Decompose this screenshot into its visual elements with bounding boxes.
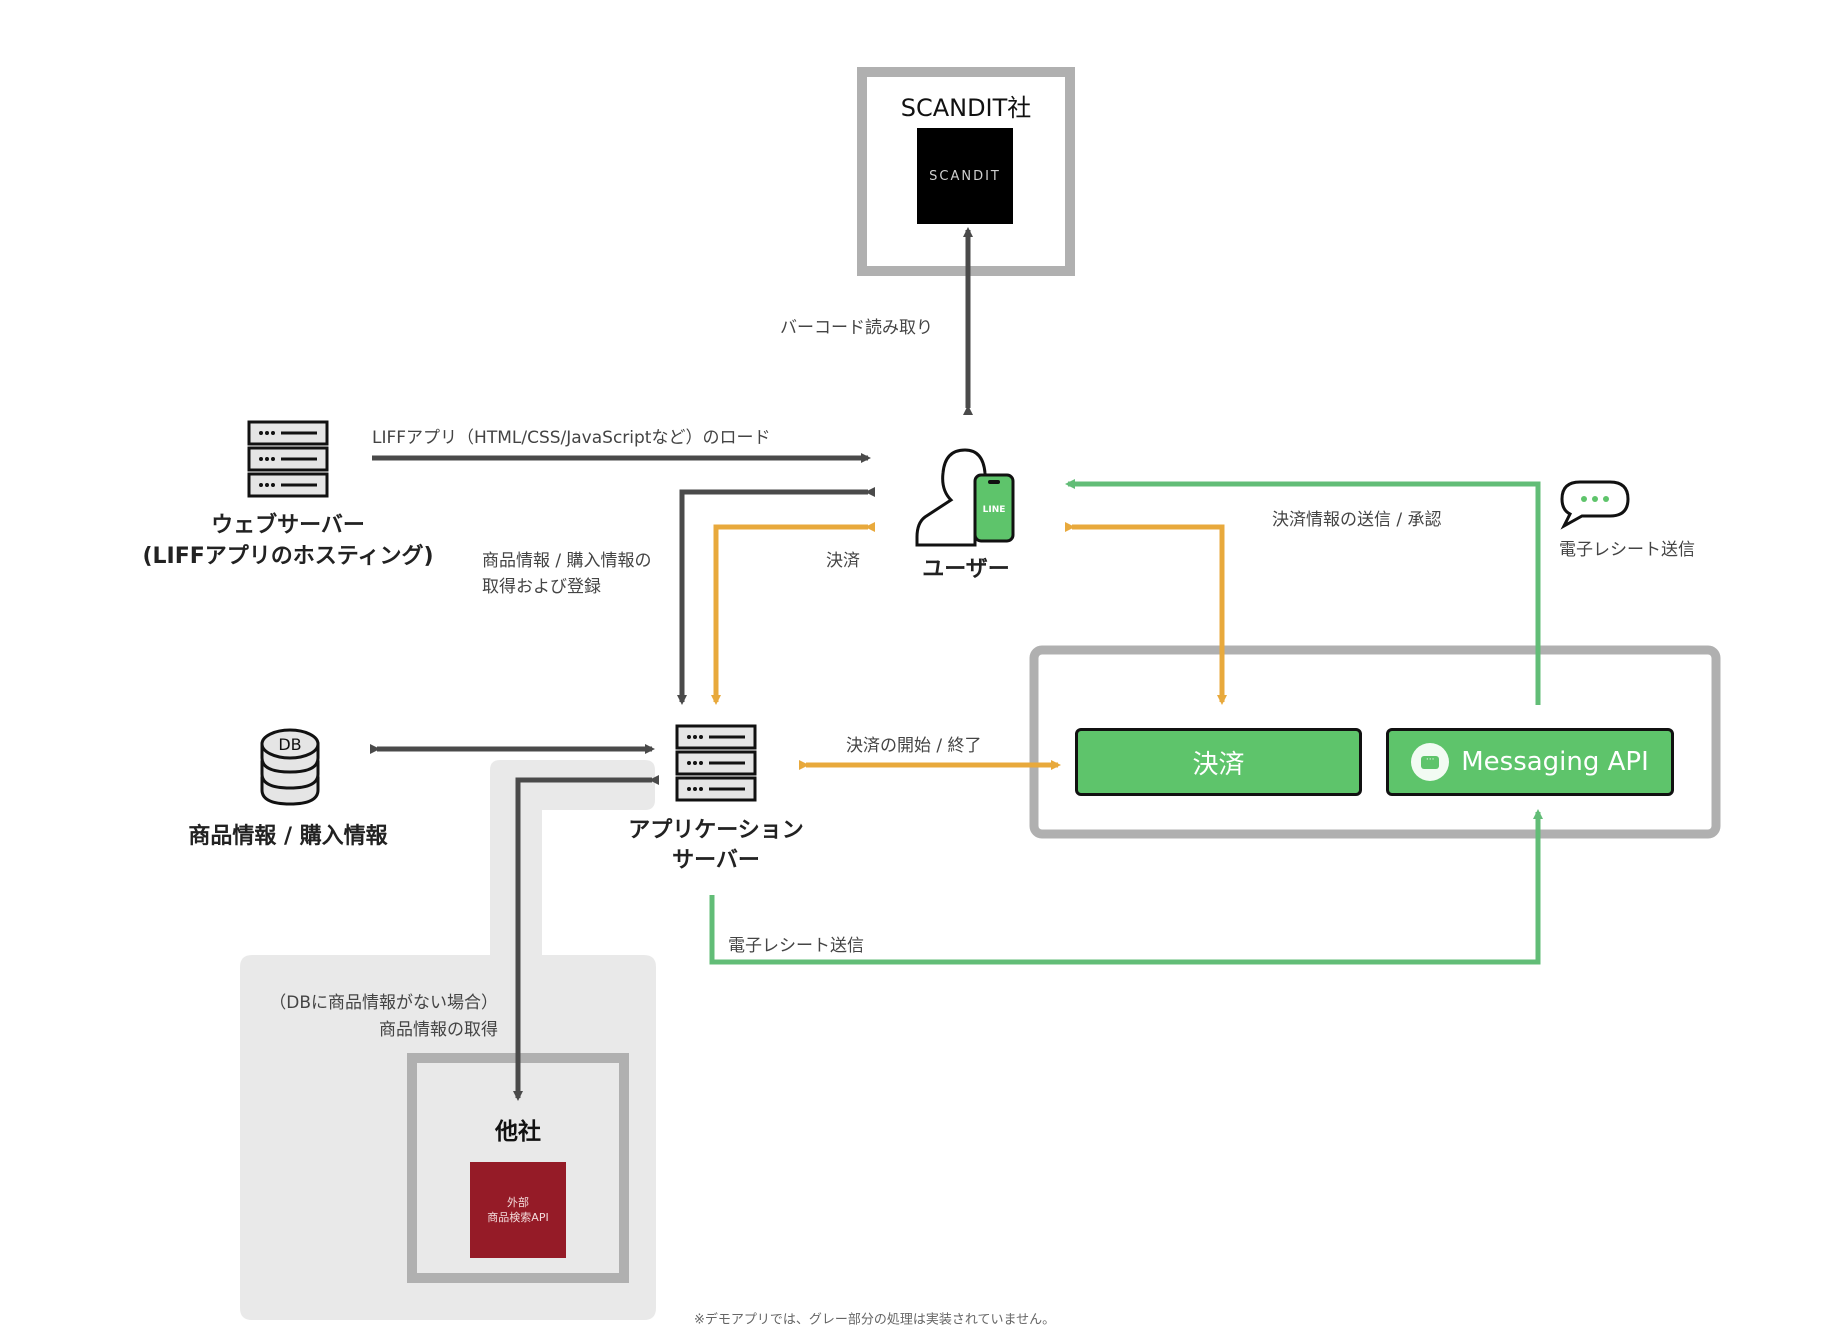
footnote: ※デモアプリでは、グレー部分の処理は実装されていません。 [694, 1312, 1056, 1328]
product-info-arrow [677, 487, 875, 705]
payment-start-end-label: 決済の開始 / 終了 [846, 736, 982, 756]
receipt-to-user-arrow [1065, 479, 1541, 705]
fallback-label-1: （DBに商品情報がない場合） [269, 993, 498, 1013]
e-receipt-label: 電子レシート送信 [728, 936, 864, 956]
barcode-label: バーコード読み取り [780, 318, 933, 338]
web-server-label-1: ウェブサーバー [211, 513, 365, 538]
other-company-title: 他社 [495, 1119, 541, 1145]
external-api-arrow [513, 775, 659, 1101]
web-server-icon [247, 420, 329, 498]
messaging-api-node: ··· Messaging API [1386, 728, 1674, 796]
chat-bubble-icon [1560, 480, 1630, 530]
external-product-search-api: 外部 商品検索API [470, 1162, 566, 1258]
payment-label: 決済 [826, 551, 860, 571]
app-server-icon [675, 724, 757, 802]
fallback-label-2: 商品情報の取得 [379, 1020, 498, 1040]
app-server-label-2: サーバー [672, 848, 760, 873]
app-server-label-1: アプリケーション [628, 818, 804, 843]
line-badge: LINE [983, 505, 1006, 515]
database-icon: DB [260, 728, 320, 806]
external-api-line1: 外部 [507, 1196, 529, 1209]
payment-node-label: 決済 [1192, 749, 1245, 780]
line-chat-icon: ··· [1411, 743, 1450, 781]
liff-load-label: LIFFアプリ（HTML/CSS/JavaScriptなど）のロード [372, 428, 771, 448]
payment-node: 決済 [1075, 728, 1362, 796]
scandit-logo: SCANDIT [917, 128, 1013, 224]
receipt-bubble-label: 電子レシート送信 [1559, 540, 1695, 560]
external-api-line2: 商品検索API [487, 1211, 549, 1224]
messaging-api-label: Messaging API [1461, 747, 1649, 777]
e-receipt-arrow [709, 809, 1543, 965]
payment-arrow [711, 522, 875, 705]
user-icon: LINE [915, 448, 1015, 547]
product-info-label-2: 取得および登録 [482, 577, 601, 597]
payment-info-label: 決済情報の送信 / 承認 [1272, 510, 1442, 530]
scandit-title: SCANDIT社 [900, 94, 1032, 122]
web-server-label-2: (LIFFアプリのホスティング) [142, 544, 434, 569]
user-label: ユーザー [922, 557, 1010, 582]
product-info-label-1: 商品情報 / 購入情報の [482, 551, 652, 571]
db-icon-label: DB [278, 735, 301, 754]
payment-info-arrow [1065, 522, 1227, 705]
database-label: 商品情報 / 購入情報 [188, 824, 388, 849]
